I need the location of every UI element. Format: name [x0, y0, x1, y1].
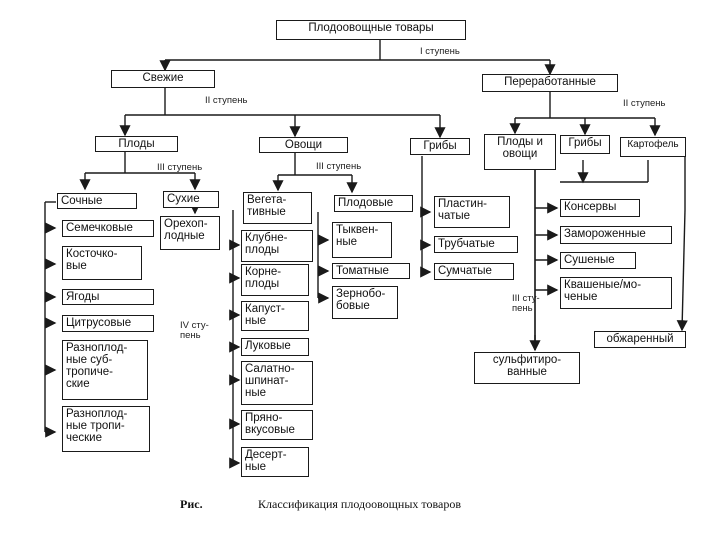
mushrooms-box: Грибы	[410, 138, 470, 155]
potato-box: Картофель	[620, 137, 686, 157]
method-sulfited: сульфитиро- ванные	[474, 352, 580, 384]
stage-label-III-veg: III ступень	[316, 161, 362, 172]
stage-label-I: I ступень	[420, 46, 460, 57]
juicy-box: Сочные	[57, 193, 137, 209]
fruiting-item-tomato: Томатные	[332, 263, 410, 279]
veg-item-cabbage: Капуст- ные	[241, 301, 309, 331]
stage-label-II-right: II ступень	[623, 98, 666, 109]
veg-item-salad: Салатно- шпинат- ные	[241, 361, 313, 405]
mushroom-item-tubular: Трубчатые	[434, 236, 518, 253]
veg-item-onion: Луковые	[241, 338, 309, 356]
fruiting-box: Плодовые	[334, 195, 413, 212]
fruiting-item-pumpkin: Тыквен- ные	[332, 222, 392, 258]
dry-box: Сухие	[163, 191, 219, 208]
mushrooms2-box: Грибы	[560, 135, 610, 154]
juicy-item-stone: Косточко- вые	[62, 246, 142, 280]
method-pickled: Квашеные/мо- ченые	[560, 277, 672, 309]
fruit-veg-box: Плоды и овощи	[484, 134, 556, 170]
vegetative-box: Вегета- тивные	[243, 192, 312, 224]
fresh-box: Свежие	[111, 70, 215, 88]
juicy-item-tropical: Разноплод- ные тропи- ческие	[62, 406, 150, 452]
nuts-box: Орехоп- лодные	[160, 216, 220, 250]
stage-label-III-processed: III сту- пень	[512, 293, 540, 314]
juicy-item-subtropical: Разноплод- ные суб- тропиче- ские	[62, 340, 148, 400]
caption-text: Классификация плодоовощных товаров	[258, 497, 461, 511]
veg-item-spicy: Пряно- вкусовые	[241, 410, 313, 440]
root-box: Плодоовощные товары	[276, 20, 466, 40]
veg-item-tubers: Клубне- плоды	[241, 230, 313, 262]
fruits-box: Плоды	[95, 136, 178, 152]
veg-item-roots: Корне- плоды	[241, 264, 309, 296]
caption-prefix: Рис.	[180, 497, 203, 511]
juicy-item-berries: Ягоды	[62, 289, 154, 305]
stage-label-II-left: II ступень	[205, 95, 248, 106]
method-canned: Консервы	[560, 199, 640, 217]
stage-label-IV: IV сту- пень	[180, 320, 209, 341]
juicy-item-citrus: Цитрусовые	[62, 315, 154, 332]
processed-box: Переработанные	[482, 74, 618, 92]
vegetables-box: Овощи	[259, 137, 348, 153]
method-frozen: Замороженные	[560, 226, 672, 244]
veg-item-dessert: Десерт- ные	[241, 447, 309, 477]
mushroom-item-lamellar: Пластин- чатые	[434, 196, 510, 228]
stage-label-III-fruits: III ступень	[157, 162, 203, 173]
juicy-item-pome: Семечковые	[62, 220, 154, 237]
mushroom-item-marsupial: Сумчатые	[434, 263, 514, 280]
method-dried: Сушеные	[560, 252, 636, 269]
method-fried: обжаренный	[594, 331, 686, 348]
fruiting-item-legume: Зернобо- бовые	[332, 286, 398, 319]
